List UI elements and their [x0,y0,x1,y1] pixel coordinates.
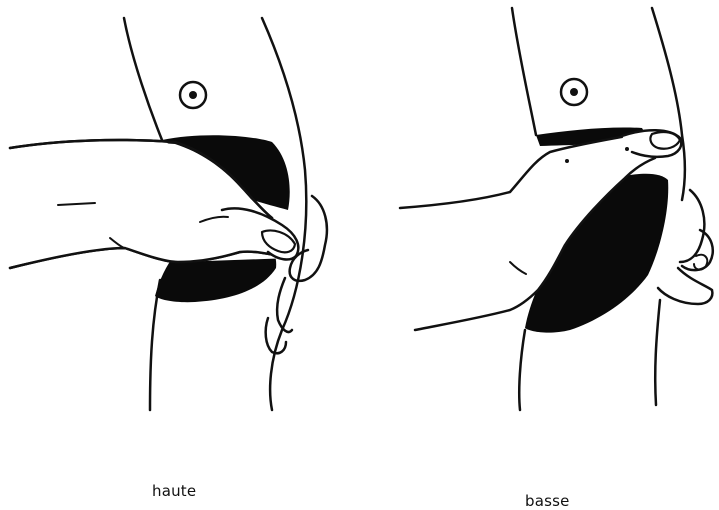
panel-basse: basse [360,0,719,508]
illustration-basse [360,0,719,508]
navel-center [570,88,578,96]
caption-haute: haute [152,482,196,500]
panel-haute: haute [0,0,359,508]
other-hand-fingers [680,190,704,262]
crease-dot-2 [625,147,629,151]
body-outline-lower-edge [150,280,160,410]
body-outline-right-edge [652,8,685,200]
body-outline-left-edge [124,18,162,140]
illustration-haute [0,0,359,508]
body-outline-lower-left [519,330,525,410]
other-hand-curl [694,255,707,270]
body-outline-lower-right [655,300,660,405]
body-outline-left-edge [512,8,536,135]
thumbnail [650,132,680,149]
caption-basse: basse [525,492,570,510]
other-hand-lower [658,268,712,304]
navel-center [189,91,197,99]
crease-dot-1 [565,159,569,163]
